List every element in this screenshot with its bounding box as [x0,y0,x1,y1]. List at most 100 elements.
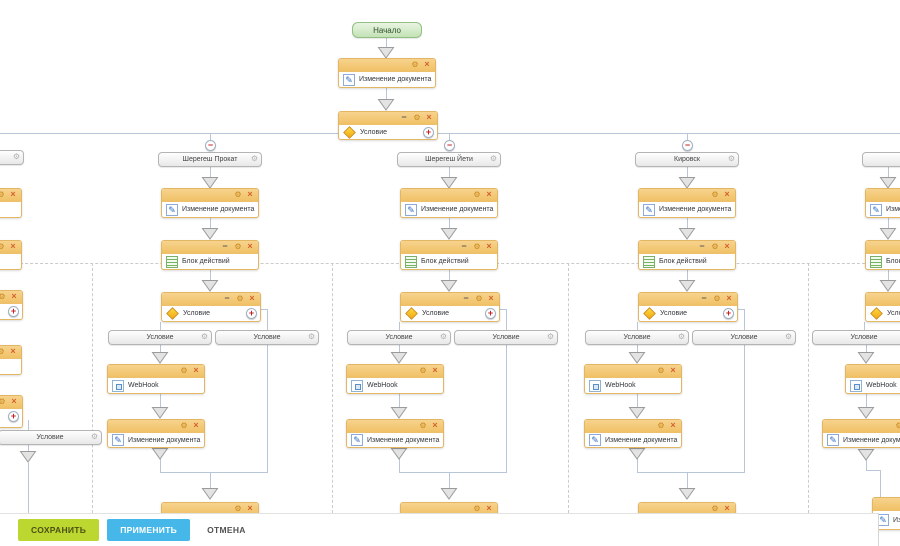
gear-icon[interactable]: ⚙ [711,190,719,199]
activity-action_block[interactable]: −⚙×Блок действий [161,240,259,270]
gear-icon[interactable]: ⚙ [489,154,497,163]
minimize-icon[interactable]: − [699,241,705,251]
add-branch-icon[interactable]: + [246,308,257,319]
gear-icon[interactable]: ⚙ [307,332,315,341]
minimize-icon[interactable]: − [222,241,228,251]
gear-icon[interactable]: ⚙ [234,242,242,251]
activity-webhook[interactable]: ⚙×WebHook [346,364,444,394]
activity-change_doc[interactable]: ⚙×✎Изменение документа [338,58,436,88]
gear-icon[interactable]: ⚙ [473,190,481,199]
branch-label[interactable]: Условие⚙ [585,330,689,345]
branch-label[interactable]: Условие⚙ [0,430,102,445]
gear-icon[interactable]: ⚙ [713,294,721,303]
gear-icon[interactable]: ⚙ [0,397,6,406]
gear-icon[interactable]: ⚙ [411,60,419,69]
close-icon[interactable]: × [724,241,730,251]
branch-label[interactable]: Шерегеш Йети⚙ [397,152,501,167]
activity-action_block[interactable]: −⚙×Блок действий [638,240,736,270]
minimize-icon[interactable]: − [224,293,230,303]
activity-webhook[interactable]: ⚙× [0,345,22,375]
add-branch-icon[interactable]: + [485,308,496,319]
gear-icon[interactable]: ⚙ [234,504,242,513]
gear-icon[interactable]: ⚙ [0,190,5,199]
close-icon[interactable]: × [247,241,253,251]
branch-label[interactable]: Условие⚙ [347,330,451,345]
minimize-icon[interactable]: − [461,241,467,251]
gear-icon[interactable]: ⚙ [677,332,685,341]
close-icon[interactable]: × [670,420,676,430]
close-icon[interactable]: × [193,365,199,375]
gear-icon[interactable]: ⚙ [413,113,421,122]
gear-icon[interactable]: ⚙ [0,292,6,301]
close-icon[interactable]: × [724,189,730,199]
activity-condition[interactable]: −⚙×+ [0,395,23,428]
activity-change_doc[interactable]: ⚙×✎ [0,188,22,218]
activity-webhook[interactable]: ⚙×WebHook [845,364,900,394]
close-icon[interactable]: × [10,241,16,251]
add-branch-icon[interactable]: + [8,306,19,317]
branch-label[interactable]: Условие⚙ [812,330,900,345]
branch-label[interactable]: FAMSKI⚙ [862,152,900,167]
close-icon[interactable]: × [11,396,17,406]
add-branch-icon[interactable]: + [423,127,434,138]
gear-icon[interactable]: ⚙ [711,504,719,513]
close-icon[interactable]: × [724,503,730,513]
close-icon[interactable]: × [424,59,430,69]
activity-webhook[interactable]: ⚙×WebHook [107,364,205,394]
close-icon[interactable]: × [488,293,494,303]
activity-condition[interactable]: −⚙×Условие+ [865,292,900,322]
activity-change_doc[interactable]: ⚙×✎Изменение документа [822,419,900,448]
branch-label[interactable]: Условие⚙ [454,330,558,345]
add-branch-icon[interactable]: + [8,411,19,422]
close-icon[interactable]: × [11,291,17,301]
close-icon[interactable]: × [726,293,732,303]
close-icon[interactable]: × [249,293,255,303]
branch-label[interactable]: Кировск⚙ [635,152,739,167]
branch-label[interactable]: ⚙ [0,150,24,165]
gear-icon[interactable]: ⚙ [180,366,188,375]
gear-icon[interactable]: ⚙ [236,294,244,303]
gear-icon[interactable]: ⚙ [895,421,900,430]
activity-condition[interactable]: −⚙×+ [0,290,23,320]
add-branch-icon[interactable]: + [723,308,734,319]
collapse-branch-icon[interactable]: − [444,140,455,151]
branch-label[interactable]: Условие⚙ [692,330,796,345]
branch-label[interactable]: Условие⚙ [215,330,319,345]
close-icon[interactable]: × [247,189,253,199]
activity-condition[interactable]: −⚙×Условие+ [161,292,261,322]
gear-icon[interactable]: ⚙ [657,366,665,375]
gear-icon[interactable]: ⚙ [657,421,665,430]
gear-icon[interactable]: ⚙ [90,432,98,441]
close-icon[interactable]: × [486,241,492,251]
save-button[interactable]: СОХРАНИТЬ [18,519,100,541]
gear-icon[interactable]: ⚙ [475,294,483,303]
close-icon[interactable]: × [432,420,438,430]
gear-icon[interactable]: ⚙ [473,242,481,251]
activity-change_doc[interactable]: ⚙×✎Изменение документа [584,419,682,448]
gear-icon[interactable]: ⚙ [0,242,5,251]
activity-change_doc[interactable]: ⚙×✎Изменение документа [638,188,736,218]
gear-icon[interactable]: ⚙ [0,347,5,356]
cancel-button[interactable]: ОТМЕНА [201,524,252,536]
gear-icon[interactable]: ⚙ [234,190,242,199]
close-icon[interactable]: × [10,189,16,199]
activity-change_doc[interactable]: ⚙×✎Изменение документа [346,419,444,448]
close-icon[interactable]: × [486,189,492,199]
branch-label[interactable]: Шерегеш Прокат⚙ [158,152,262,167]
gear-icon[interactable]: ⚙ [250,154,258,163]
activity-condition[interactable]: −⚙×Условие+ [400,292,500,322]
gear-icon[interactable]: ⚙ [12,152,20,161]
gear-icon[interactable]: ⚙ [419,366,427,375]
activity-condition[interactable]: −⚙×Условие+ [638,292,738,322]
close-icon[interactable]: × [670,365,676,375]
gear-icon[interactable]: ⚙ [784,332,792,341]
activity-change_doc[interactable]: ⚙×✎Изменение документа [161,188,259,218]
gear-icon[interactable]: ⚙ [180,421,188,430]
activity-change_doc[interactable]: ⚙×✎Изменение документа [400,188,498,218]
activity-webhook[interactable]: ⚙×WebHook [584,364,682,394]
collapse-branch-icon[interactable]: − [682,140,693,151]
activity-condition[interactable]: −⚙×Условие+ [338,111,438,140]
activity-change_doc[interactable]: ⚙×✎Изменение документа [865,188,900,218]
activity-action_block[interactable]: −⚙× [0,240,22,270]
close-icon[interactable]: × [247,503,253,513]
